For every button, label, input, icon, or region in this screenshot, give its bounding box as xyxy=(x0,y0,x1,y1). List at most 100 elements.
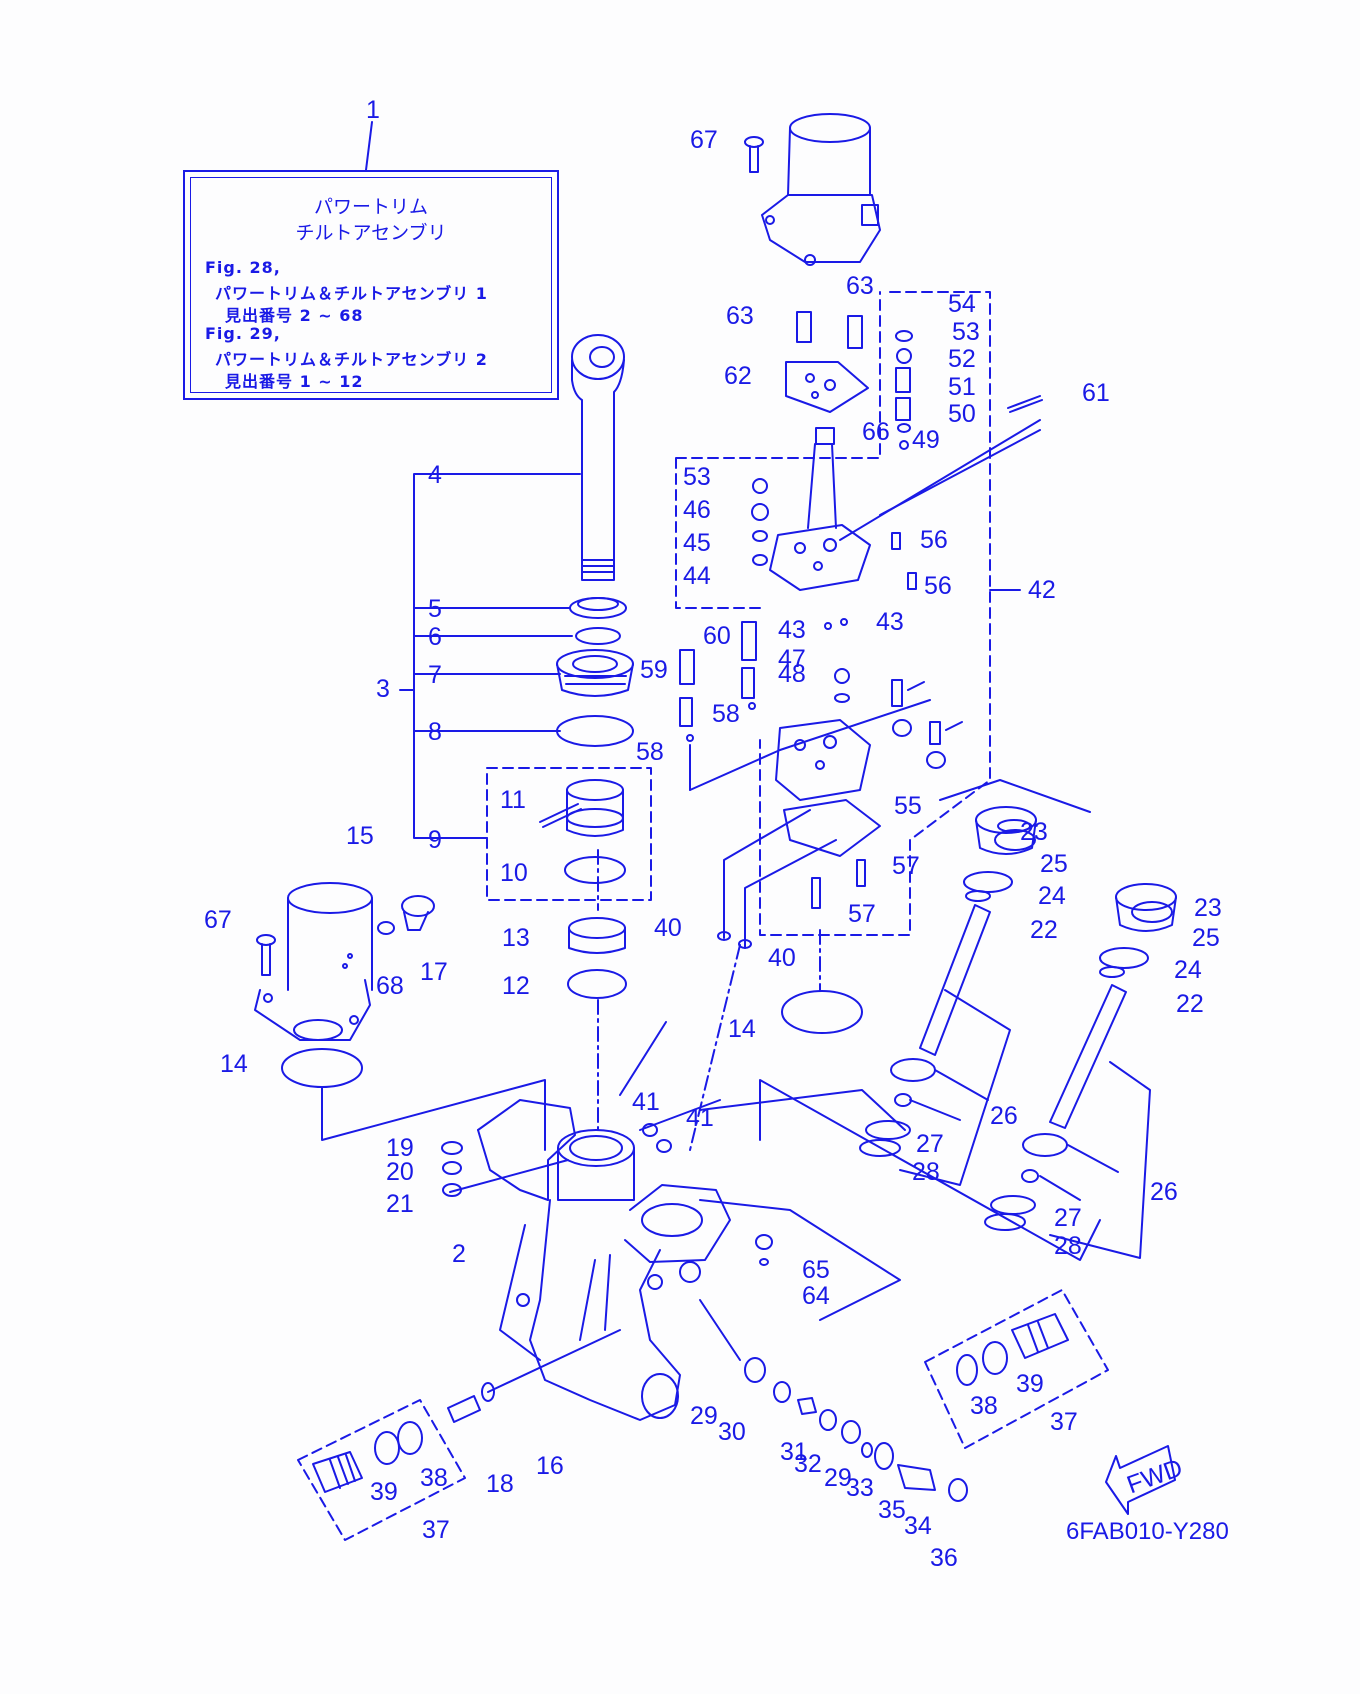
callout-label: 10 xyxy=(500,859,528,887)
callout-label: 42 xyxy=(1028,576,1056,604)
o-ring-14-right xyxy=(781,990,863,1034)
callout-label: 30 xyxy=(718,1418,746,1446)
callout-label: 53 xyxy=(683,463,711,491)
callout-label: 45 xyxy=(683,529,711,557)
callout-label: 28 xyxy=(912,1158,940,1186)
leader-line xyxy=(365,121,373,171)
callout-label: 12 xyxy=(502,972,530,1000)
manual-valve-left xyxy=(297,1399,466,1541)
callout-label: 32 xyxy=(794,1450,822,1478)
valve-block-upper xyxy=(769,419,1041,591)
callout-label: 3 xyxy=(376,675,390,703)
trim-motor-top xyxy=(761,113,881,266)
note-fig-title-1: パワートリム＆チルトアセンブリ 1 xyxy=(215,284,488,303)
callout-label: 16 xyxy=(536,1452,564,1480)
tilt-rod xyxy=(571,334,625,581)
tilt-piston xyxy=(539,779,624,837)
callout-label: 48 xyxy=(778,660,806,688)
callout-label: 36 xyxy=(930,1544,958,1572)
callout-label: 19 xyxy=(386,1134,414,1162)
plug-17 xyxy=(401,895,435,931)
spring-stack-right xyxy=(895,330,913,450)
group-bracket-3 xyxy=(399,473,441,839)
callout-label: 38 xyxy=(420,1464,448,1492)
o-ring-14-left xyxy=(281,1048,363,1088)
callout-label: 22 xyxy=(1176,990,1204,1018)
trim-caps xyxy=(963,806,1177,978)
callout-label: 62 xyxy=(724,362,752,390)
o-ring-large xyxy=(556,715,634,747)
callout-label: 57 xyxy=(848,900,876,928)
callout-label: 43 xyxy=(876,608,904,636)
pump-plate xyxy=(785,361,869,413)
valve-block-lower xyxy=(775,719,871,801)
callout-label: 34 xyxy=(904,1512,932,1540)
callout-label: 54 xyxy=(948,290,976,318)
callout-label: 53 xyxy=(952,318,980,346)
callout-label: 27 xyxy=(916,1130,944,1158)
callout-label: 37 xyxy=(1050,1408,1078,1436)
bolt-67-left xyxy=(256,934,276,976)
callout-label: 13 xyxy=(502,924,530,952)
note-title-line1: パワートリム xyxy=(313,196,428,218)
trim-ram-2 xyxy=(984,984,1127,1231)
note-fig-title-2: パワートリム＆チルトアセンブリ 2 xyxy=(215,350,488,369)
callout-label: 68 xyxy=(376,972,404,1000)
callout-label: 22 xyxy=(1030,916,1058,944)
callout-label: 49 xyxy=(912,426,940,454)
callout-numbers: 1234567891011121314141516171819202122222… xyxy=(204,96,1222,1572)
callout-label: 20 xyxy=(386,1158,414,1186)
note-title-line2: チルトアセンブリ xyxy=(295,222,447,244)
group-box-9 xyxy=(486,767,652,901)
fwd-arrow-label: FWD xyxy=(1123,1454,1186,1500)
piston-o-ring xyxy=(564,856,626,884)
o-ring xyxy=(575,627,621,645)
callout-label: 58 xyxy=(712,700,740,728)
callout-label: 52 xyxy=(948,345,976,373)
callout-label: 56 xyxy=(924,572,952,600)
callout-label: 40 xyxy=(768,944,796,972)
callout-label: 24 xyxy=(1174,956,1202,984)
callout-label: 29 xyxy=(824,1464,852,1492)
callout-label: 23 xyxy=(1020,818,1048,846)
callout-label: 60 xyxy=(703,622,731,650)
callout-label: 14 xyxy=(728,1015,756,1043)
callout-label: 2 xyxy=(452,1240,466,1268)
lower-valve-chain xyxy=(699,1299,968,1502)
callout-label: 39 xyxy=(370,1478,398,1506)
note-index-range-2: 見出番号 1 ~ 12 xyxy=(225,372,364,391)
callout-label: 15 xyxy=(346,822,374,850)
callout-label: 28 xyxy=(1054,1232,1082,1260)
callout-label: 29 xyxy=(690,1402,718,1430)
callout-label: 1 xyxy=(366,96,380,124)
callout-label: 39 xyxy=(1016,1370,1044,1398)
free-piston xyxy=(568,917,626,954)
callout-label: 50 xyxy=(948,400,976,428)
callout-label: 63 xyxy=(726,302,754,330)
callout-label: 55 xyxy=(894,792,922,820)
callout-label: 65 xyxy=(802,1256,830,1284)
note-index-range-1: 見出番号 2 ~ 68 xyxy=(225,306,364,325)
callout-label: 37 xyxy=(422,1516,450,1544)
tilt-motor-left xyxy=(254,882,373,1041)
callout-label: 31 xyxy=(780,1438,808,1466)
o-ring-12 xyxy=(567,969,627,999)
callout-label: 18 xyxy=(486,1470,514,1498)
callout-label: 64 xyxy=(802,1282,830,1310)
callout-label: 14 xyxy=(220,1050,248,1078)
callout-label: 24 xyxy=(1038,882,1066,910)
callout-label: 63 xyxy=(846,272,874,300)
callout-label: 26 xyxy=(1150,1178,1178,1206)
cylinder-gland xyxy=(556,649,634,697)
callout-label: 43 xyxy=(778,616,806,644)
drawing-code: 6FAB010-Y280 xyxy=(1066,1518,1229,1545)
callout-label: 7 xyxy=(428,661,442,689)
callout-label: 21 xyxy=(386,1190,414,1218)
callout-label: 35 xyxy=(878,1496,906,1524)
fwd-arrow xyxy=(1105,1445,1176,1515)
callout-label: 9 xyxy=(428,826,442,854)
callout-label: 58 xyxy=(636,738,664,766)
callout-label: 51 xyxy=(948,373,976,401)
callout-label: 67 xyxy=(690,126,718,154)
callout-label: 56 xyxy=(920,526,948,554)
